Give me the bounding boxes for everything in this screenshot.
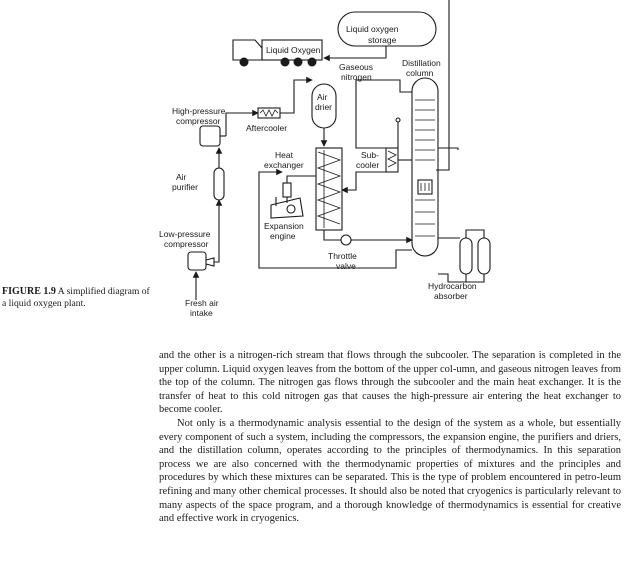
fresh-air-label-line2: intake: [190, 308, 213, 318]
air-purifier: Air purifier: [172, 167, 225, 201]
subcooler-to-exchanger-line: [341, 171, 386, 194]
air-drier: Air drier: [311, 83, 337, 129]
storage-to-truck-line: [323, 46, 387, 62]
column-side-loop: [438, 147, 459, 150]
distillation-label-line2: column: [406, 68, 434, 78]
air-purifier-label-line2: purifier: [172, 182, 198, 192]
exchanger-to-valve-line: [323, 230, 341, 241]
hydrocarbon-absorber: Hydrocarbon absorber: [428, 229, 491, 301]
figure-caption: FIGURE 1.9 A simplified diagram of a liq…: [2, 286, 152, 310]
distillation-column: Distillation column: [402, 58, 441, 257]
storage-label-line1: Liquid oxygen: [346, 24, 399, 34]
body-paragraph-1: and the other is a nitrogen-rich stream …: [159, 350, 621, 416]
gaseous-nitrogen-label-line1: Gaseous: [339, 62, 373, 72]
heat-exchanger-label-line1: Heat: [275, 150, 294, 160]
expansion-engine: Expansion engine: [264, 182, 304, 241]
gaseous-nitrogen-label-line2: nitrogen: [341, 72, 372, 82]
throttle-valve-label-line1: Throttle: [328, 251, 357, 261]
lp-compressor-outlet: [214, 248, 220, 263]
expansion-engine-label-line2: engine: [270, 231, 296, 241]
lp-compressor-label-line1: Low-pressure: [159, 229, 211, 239]
figure-caption-text: A simplified diagram of a liquid oxygen …: [2, 286, 150, 309]
aftercooler-to-drier-line: [280, 76, 313, 114]
subcooler-label-line1: Sub-: [361, 150, 379, 160]
figure-number: FIGURE 1.9: [2, 286, 56, 297]
aftercooler-label: Aftercooler: [246, 123, 287, 133]
low-pressure-compressor: Low-pressure compressor: [159, 229, 215, 271]
air-drier-label-line2: drier: [315, 102, 332, 112]
absorber-loop-lines: [438, 237, 466, 283]
hp-compressor-to-aftercooler-line: [225, 109, 259, 136]
nitrogen-to-subcooler-line: [355, 80, 386, 149]
expansion-engine-label-line1: Expansion: [264, 221, 304, 231]
body-text: and the other is a nitrogen-rich stream …: [159, 349, 621, 526]
hydrocarbon-label-line1: Hydrocarbon: [428, 281, 477, 291]
liquid-oxygen-plant-diagram: Liquid oxygen storage Liquid Oxygen Gase…: [159, 0, 491, 318]
nitrogen-outlet-line: [356, 79, 412, 93]
distillation-label-line1: Distillation: [402, 58, 441, 68]
exchanger-to-expansion-line: [286, 175, 316, 183]
high-pressure-compressor: High-pressure compressor: [172, 106, 226, 147]
liquid-oxygen-truck-icon: Liquid Oxygen: [232, 39, 323, 67]
body-paragraph-2: Not only is a thermodynamic analysis ess…: [159, 417, 621, 525]
nitrogen-return-line: [258, 168, 412, 269]
truck-label: Liquid Oxygen: [266, 45, 321, 55]
storage-label-line2: storage: [368, 35, 397, 45]
throttle-valve-label-line2: valve: [336, 261, 356, 271]
air-purifier-label-line1: Air: [176, 172, 187, 182]
heat-exchanger: Heat exchanger: [264, 147, 343, 231]
air-drier-label-line1: Air: [317, 92, 328, 102]
hp-compressor-label-line2: compressor: [176, 116, 221, 126]
subcooler: Sub- cooler: [356, 147, 399, 173]
hp-compressor-label-line1: High-pressure: [172, 106, 226, 116]
fresh-air-label-line1: Fresh air: [185, 298, 219, 308]
heat-exchanger-label-line2: exchanger: [264, 160, 304, 170]
lp-compressor-label-line2: compressor: [164, 239, 209, 249]
aftercooler: Aftercooler: [246, 107, 287, 133]
subcooler-label-line2: cooler: [356, 160, 379, 170]
liquid-oxygen-storage-tank: Liquid oxygen storage: [337, 11, 437, 47]
hydrocarbon-label-line2: absorber: [434, 291, 468, 301]
column-valve-top: [395, 117, 401, 123]
storage-feed-line: [436, 0, 450, 171]
